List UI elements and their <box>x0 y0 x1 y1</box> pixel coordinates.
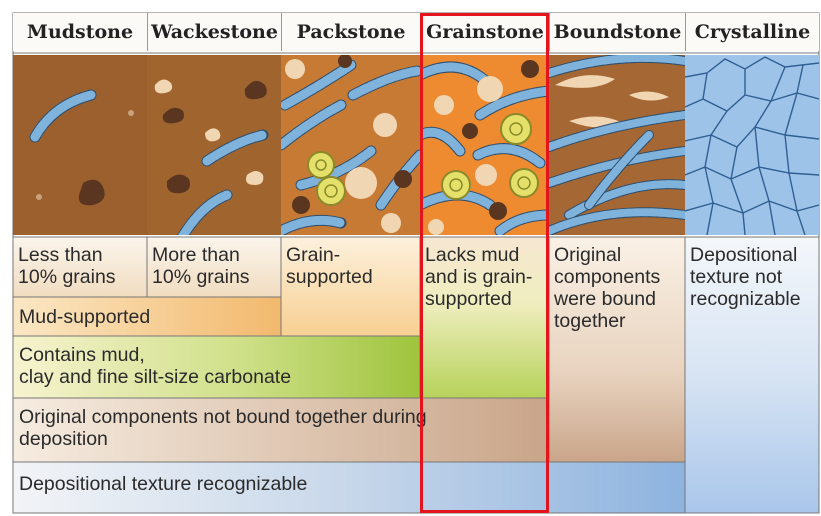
header-mudstone: Mudstone <box>13 13 147 51</box>
packstone-description: Grain-supported <box>281 237 420 336</box>
not-bound-band: Original components not bound together d… <box>13 398 549 462</box>
header-packstone: Packstone <box>281 13 420 51</box>
mudstone-texture-illustration <box>13 55 147 235</box>
packstone-texture-illustration <box>281 55 420 235</box>
header-crystalline: Crystalline <box>685 13 819 51</box>
header-boundstone: Boundstone <box>549 13 685 51</box>
crystalline-texture-illustration <box>685 55 819 235</box>
header-grainstone: Grainstone <box>420 13 549 51</box>
texture-recognizable-band: Depositional texture recognizable <box>13 462 685 513</box>
wackestone-texture-illustration <box>147 55 281 235</box>
grainstone-texture-illustration <box>420 55 549 235</box>
boundstone-texture-illustration <box>549 55 685 235</box>
contains-mud-band: Contains mud,clay and fine silt-size car… <box>13 336 420 398</box>
mud-supported-band: Mud-supported <box>13 297 281 336</box>
header-wackestone: Wackestone <box>147 13 281 51</box>
